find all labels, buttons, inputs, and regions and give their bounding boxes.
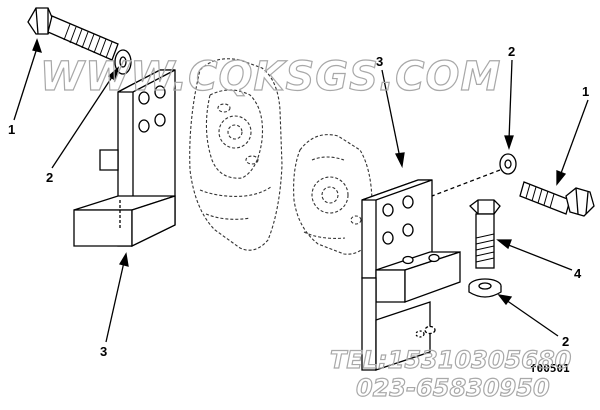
callout-1-right: 1 xyxy=(582,84,589,99)
watermark-tel: TEL:15310305680 xyxy=(330,346,571,374)
lower-washer xyxy=(468,278,502,298)
callout-3-right: 3 xyxy=(376,54,383,69)
figure-code: f00501 xyxy=(530,362,570,375)
vertical-bolt xyxy=(469,199,501,269)
watermark-phone: 023-65830950 xyxy=(356,374,550,402)
right-washer-top xyxy=(499,153,517,175)
watermark-site: WWW.CQKSGS.COM xyxy=(40,54,501,100)
callout-2-right-bottom: 2 xyxy=(562,334,569,349)
leader-lines xyxy=(13,38,589,343)
engine-hidden-outline-left xyxy=(189,58,283,251)
callout-4: 4 xyxy=(574,266,582,281)
callout-1-left: 1 xyxy=(8,122,15,137)
right-cap-screw xyxy=(431,169,595,217)
engine-hidden-outline-right xyxy=(293,134,373,255)
callout-2-right-top: 2 xyxy=(508,44,515,59)
callout-3-left: 3 xyxy=(100,344,107,359)
right-bracket xyxy=(361,179,461,371)
left-washer xyxy=(114,49,132,75)
callout-2-left: 2 xyxy=(46,170,53,185)
left-bracket xyxy=(73,69,176,248)
left-cap-screw xyxy=(27,7,119,61)
